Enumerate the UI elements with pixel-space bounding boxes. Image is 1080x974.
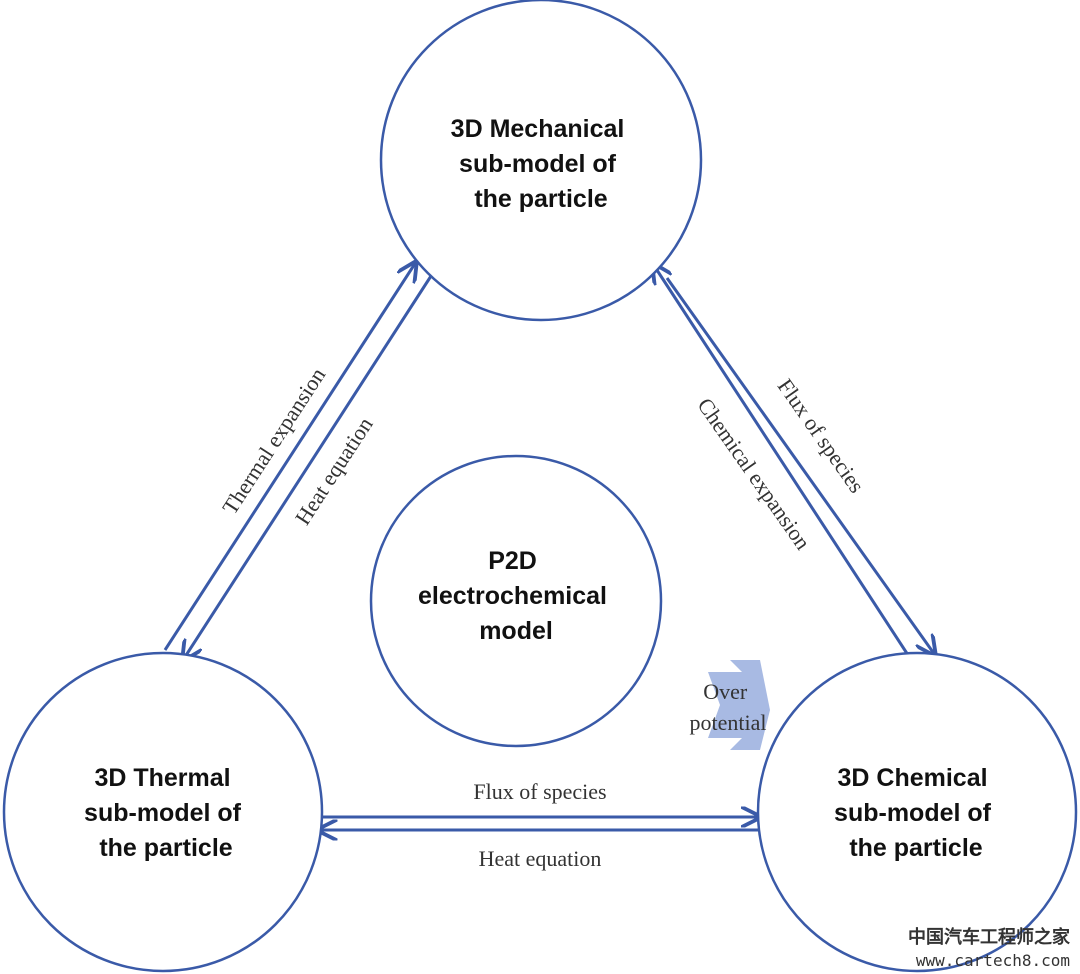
- label-overpotential: Over potential: [690, 679, 767, 735]
- arrow-mechanical-to-chemical: [665, 277, 935, 655]
- p2d-node: [369, 454, 663, 748]
- overpotential-arrow: [708, 660, 770, 750]
- watermark-url: www.cartech8.com: [916, 951, 1070, 970]
- chemical-label: 3D Chemical sub-model of the particle: [834, 764, 998, 862]
- mechanical-label: 3D Mechanical sub-model of the particle: [451, 115, 632, 213]
- mechanical-node: [379, 0, 703, 322]
- watermark-cn: 中国汽车工程师之家: [908, 926, 1071, 948]
- arrow-mechanical-to-thermal: [183, 275, 433, 660]
- arrow-chemical-to-mechanical: [653, 264, 910, 656]
- label-flux-of-species-right: Flux of species: [773, 374, 870, 497]
- p2d-label: P2D electrochemical model: [418, 547, 614, 645]
- label-heat-equation-bottom: Heat equation: [479, 846, 602, 871]
- label-heat-equation-left: Heat equation: [290, 413, 378, 530]
- label-flux-of-species-bottom: Flux of species: [473, 779, 606, 804]
- chemical-node: [756, 651, 1078, 973]
- thermal-node: [2, 651, 324, 973]
- arrow-thermal-to-mechanical: [163, 262, 416, 651]
- thermal-label: 3D Thermal sub-model of the particle: [84, 764, 248, 862]
